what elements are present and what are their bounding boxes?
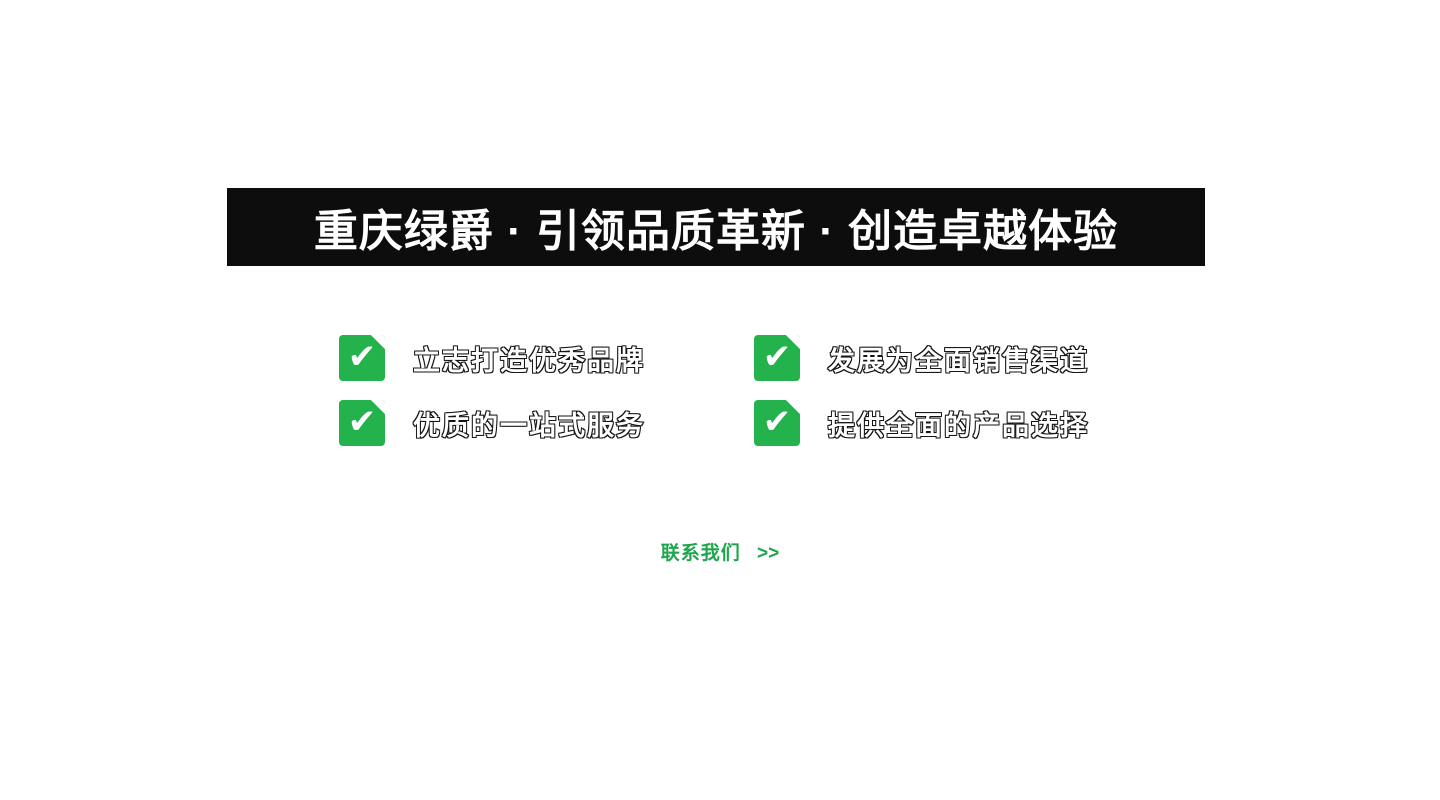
check-icon: ✔ (339, 335, 385, 381)
feature-label: 发展为全面销售渠道 (827, 345, 1089, 377)
check-glyph: ✔ (347, 403, 377, 441)
check-glyph: ✔ (762, 338, 792, 376)
feature-item-one-stop-service: ✔ 优质的一站式服务 (339, 400, 645, 446)
feature-label: 优质的一站式服务 (412, 410, 645, 442)
contact-us-link[interactable]: 联系我们 >> (0, 538, 1440, 565)
check-glyph: ✔ (347, 338, 377, 376)
contact-us-label: 联系我们 (660, 543, 741, 564)
check-icon: ✔ (754, 400, 800, 446)
feature-item-sales-channel: ✔ 发展为全面销售渠道 (754, 335, 1089, 381)
check-icon: ✔ (339, 400, 385, 446)
feature-label: 提供全面的产品选择 (827, 410, 1089, 442)
headline-title: 重庆绿爵 · 引领品质革新 · 创造卓越体验 (313, 207, 1119, 256)
chevron-right-icon: >> (757, 543, 780, 564)
check-glyph: ✔ (762, 403, 792, 441)
feature-item-product-selection: ✔ 提供全面的产品选择 (754, 400, 1089, 446)
check-icon: ✔ (754, 335, 800, 381)
feature-label: 立志打造优秀品牌 (412, 345, 645, 377)
headline-banner: 重庆绿爵 · 引领品质革新 · 创造卓越体验 (227, 188, 1205, 266)
feature-item-brand: ✔ 立志打造优秀品牌 (339, 335, 645, 381)
